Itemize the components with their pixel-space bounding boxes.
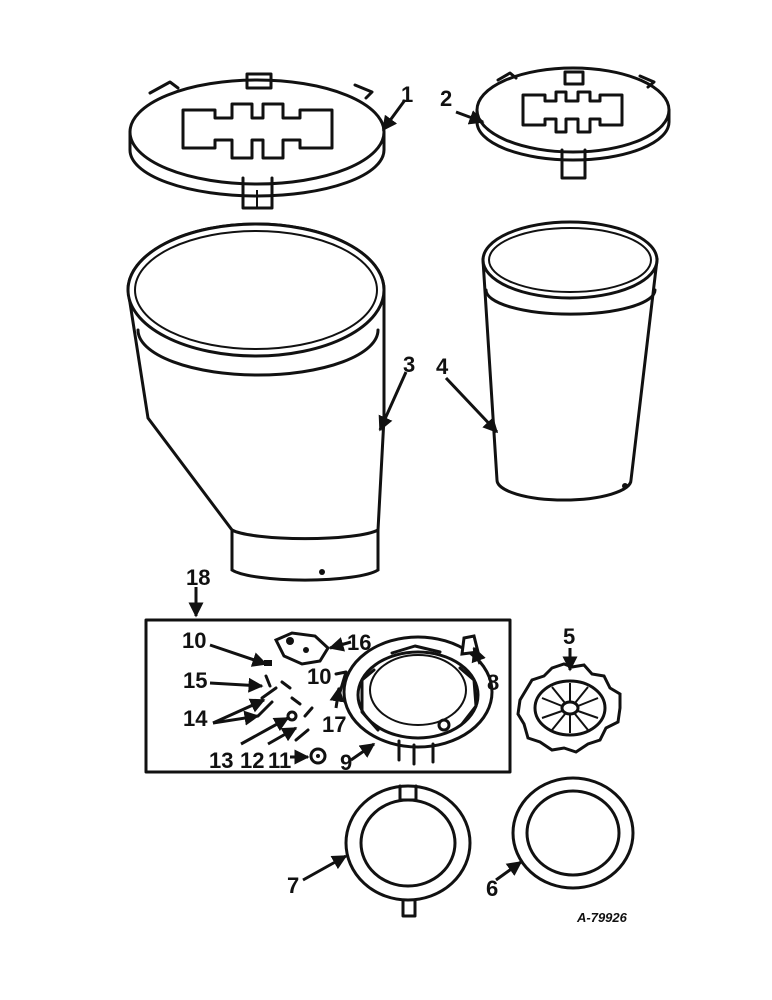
seed-plate: [516, 662, 622, 754]
base-ring: [342, 635, 494, 766]
mounting-ring: [344, 784, 472, 918]
callout-11: 11: [268, 748, 291, 773]
callout-14: 14: [183, 706, 208, 731]
callout-16: 16: [347, 630, 371, 655]
callout-3: 3: [403, 352, 415, 377]
callout-17: 17: [322, 712, 346, 737]
callout-9: 9: [340, 750, 352, 775]
large-hopper-lid: [128, 72, 386, 210]
callout-10-left: 10: [182, 628, 206, 653]
small-hardware: [256, 660, 348, 765]
callout-4: 4: [436, 354, 449, 379]
small-hopper-lid: [475, 66, 671, 180]
callout-5: 5: [563, 624, 575, 649]
base-assembly-box: [144, 618, 512, 774]
callout-12: 12: [240, 748, 264, 773]
callout-2: 2: [440, 86, 452, 111]
leader-lines: [188, 99, 578, 882]
callout-10-right: 10: [307, 664, 331, 689]
callout-1: 1: [401, 82, 413, 107]
callout-7: 7: [287, 873, 299, 898]
callout-labels: 1 2 3 4 5 6 7 8 9 10 10 11 12 13 14 15 1…: [182, 82, 575, 901]
gasket-ring: [511, 776, 635, 890]
callout-6: 6: [486, 876, 498, 901]
small-hopper: [481, 220, 659, 502]
part-16-bracket: [273, 631, 330, 666]
drawing-number: A-79926: [576, 910, 628, 925]
callout-8: 8: [487, 670, 499, 695]
callout-15: 15: [183, 668, 207, 693]
callout-13: 13: [209, 748, 233, 773]
seed-plate-spokes: [541, 683, 599, 733]
callout-18: 18: [186, 565, 210, 590]
large-hopper: [126, 222, 386, 582]
